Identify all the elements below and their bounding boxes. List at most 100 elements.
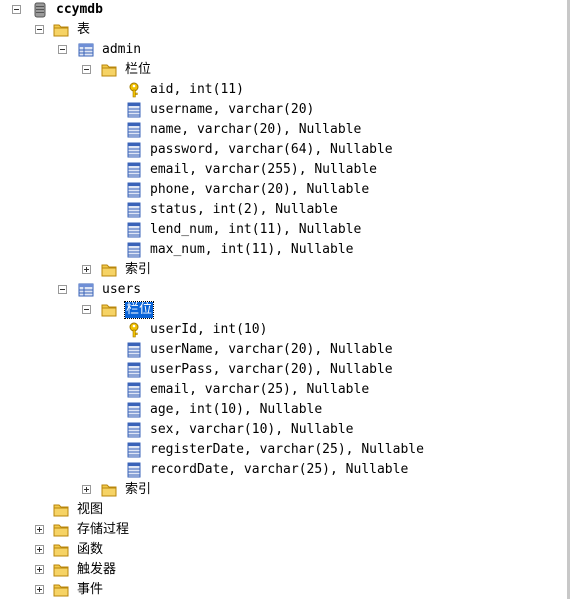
collapse-icon[interactable] <box>58 45 67 54</box>
tree-node-column-label: username, varchar(20) <box>150 102 315 117</box>
database-icon <box>32 2 48 18</box>
tree-node-column[interactable]: aid, int(11) <box>0 80 564 100</box>
right-border <box>567 0 570 599</box>
collapse-icon[interactable] <box>58 285 67 294</box>
column-icon <box>126 142 142 158</box>
tree-node-column[interactable]: password, varchar(64), Nullable <box>0 140 564 160</box>
tree-node-table-users[interactable]: users <box>0 280 564 300</box>
tree-node-users-columns[interactable]: 栏位 <box>0 300 564 320</box>
table-icon <box>78 42 94 58</box>
primary-key-icon <box>126 82 142 98</box>
column-icon <box>126 382 142 398</box>
tree-node-column[interactable]: userName, varchar(20), Nullable <box>0 340 564 360</box>
tree-node-tables[interactable]: 表 <box>0 20 564 40</box>
column-icon <box>126 422 142 438</box>
tree-node-column-label: phone, varchar(20), Nullable <box>150 182 370 197</box>
folder-icon <box>53 562 69 578</box>
tree-node-procedures[interactable]: 存储过程 <box>0 520 564 540</box>
column-icon <box>126 402 142 418</box>
tree-node-column-label: userName, varchar(20), Nullable <box>150 342 393 357</box>
column-icon <box>126 222 142 238</box>
table-icon <box>78 282 94 298</box>
folder-icon <box>53 582 69 598</box>
expand-icon[interactable] <box>35 545 44 554</box>
collapse-icon[interactable] <box>82 65 91 74</box>
collapse-icon[interactable] <box>82 305 91 314</box>
folder-icon <box>101 482 117 498</box>
column-icon <box>126 102 142 118</box>
tree-node-column-label: aid, int(11) <box>150 82 244 97</box>
tree-node-admin-indexes[interactable]: 索引 <box>0 260 564 280</box>
tree-node-users-indexes[interactable]: 索引 <box>0 480 564 500</box>
tree-node-triggers[interactable]: 触发器 <box>0 560 564 580</box>
tree-node-users-indexes-label: 索引 <box>125 482 152 497</box>
folder-icon <box>53 22 69 38</box>
tree-node-database[interactable]: ccymdb <box>0 0 564 20</box>
folder-icon <box>53 542 69 558</box>
tree-node-column-label: userId, int(10) <box>150 322 268 337</box>
column-icon <box>126 122 142 138</box>
tree-node-column-label: email, varchar(255), Nullable <box>150 162 377 177</box>
tree-node-column[interactable]: status, int(2), Nullable <box>0 200 564 220</box>
tree-node-column-label: max_num, int(11), Nullable <box>150 242 354 257</box>
tree-node-column[interactable]: recordDate, varchar(25), Nullable <box>0 460 564 480</box>
tree-node-procedures-label: 存储过程 <box>77 522 130 537</box>
tree-node-column-label: age, int(10), Nullable <box>150 402 323 417</box>
tree-node-table-admin[interactable]: admin <box>0 40 564 60</box>
tree-node-table-admin-label: admin <box>102 42 142 57</box>
folder-icon <box>101 302 117 318</box>
tree-node-events-label: 事件 <box>77 582 104 597</box>
tree-node-column-label: recordDate, varchar(25), Nullable <box>150 462 409 477</box>
tree-node-column[interactable]: registerDate, varchar(25), Nullable <box>0 440 564 460</box>
tree-node-column[interactable]: username, varchar(20) <box>0 100 564 120</box>
folder-icon <box>101 262 117 278</box>
tree-node-column-label: userPass, varchar(20), Nullable <box>150 362 393 377</box>
tree-node-triggers-label: 触发器 <box>77 562 117 577</box>
tree-node-column[interactable]: email, varchar(255), Nullable <box>0 160 564 180</box>
tree-node-column[interactable]: max_num, int(11), Nullable <box>0 240 564 260</box>
collapse-icon[interactable] <box>35 25 44 34</box>
column-icon <box>126 242 142 258</box>
tree-node-column-label: sex, varchar(10), Nullable <box>150 422 354 437</box>
tree-node-views[interactable]: 视图 <box>0 500 564 520</box>
tree-node-column-label: email, varchar(25), Nullable <box>150 382 370 397</box>
column-icon <box>126 182 142 198</box>
folder-icon <box>53 522 69 538</box>
tree-node-admin-columns-label: 栏位 <box>125 62 152 77</box>
tree-node-column[interactable]: age, int(10), Nullable <box>0 400 564 420</box>
tree-node-column[interactable]: name, varchar(20), Nullable <box>0 120 564 140</box>
expand-icon[interactable] <box>82 265 91 274</box>
tree-node-column-label: status, int(2), Nullable <box>150 202 338 217</box>
tree-node-functions-label: 函数 <box>77 542 104 557</box>
tree-node-users-columns-label: 栏位 <box>123 301 155 319</box>
expand-icon[interactable] <box>35 525 44 534</box>
column-icon <box>126 162 142 178</box>
expand-icon[interactable] <box>82 485 91 494</box>
tree-node-column-label: lend_num, int(11), Nullable <box>150 222 362 237</box>
tree-node-column[interactable]: email, varchar(25), Nullable <box>0 380 564 400</box>
tree-node-views-label: 视图 <box>77 502 104 517</box>
primary-key-icon <box>126 322 142 338</box>
column-icon <box>126 462 142 478</box>
tree-node-column[interactable]: sex, varchar(10), Nullable <box>0 420 564 440</box>
tree-node-database-label: ccymdb <box>56 2 103 17</box>
column-icon <box>126 202 142 218</box>
tree-node-events[interactable]: 事件 <box>0 580 564 600</box>
tree-node-column[interactable]: phone, varchar(20), Nullable <box>0 180 564 200</box>
collapse-icon[interactable] <box>12 5 21 14</box>
column-icon <box>126 342 142 358</box>
tree-node-admin-indexes-label: 索引 <box>125 262 152 277</box>
tree-node-column-label: name, varchar(20), Nullable <box>150 122 362 137</box>
tree-node-column-label: registerDate, varchar(25), Nullable <box>150 442 424 457</box>
expand-icon[interactable] <box>35 585 44 594</box>
tree-node-functions[interactable]: 函数 <box>0 540 564 560</box>
expand-icon[interactable] <box>35 565 44 574</box>
folder-icon <box>53 502 69 518</box>
tree-node-table-users-label: users <box>102 282 142 297</box>
folder-icon <box>101 62 117 78</box>
tree-node-column[interactable]: lend_num, int(11), Nullable <box>0 220 564 240</box>
tree-node-column[interactable]: userPass, varchar(20), Nullable <box>0 360 564 380</box>
tree-node-column-label: password, varchar(64), Nullable <box>150 142 393 157</box>
tree-node-column[interactable]: userId, int(10) <box>0 320 564 340</box>
tree-node-admin-columns[interactable]: 栏位 <box>0 60 564 80</box>
